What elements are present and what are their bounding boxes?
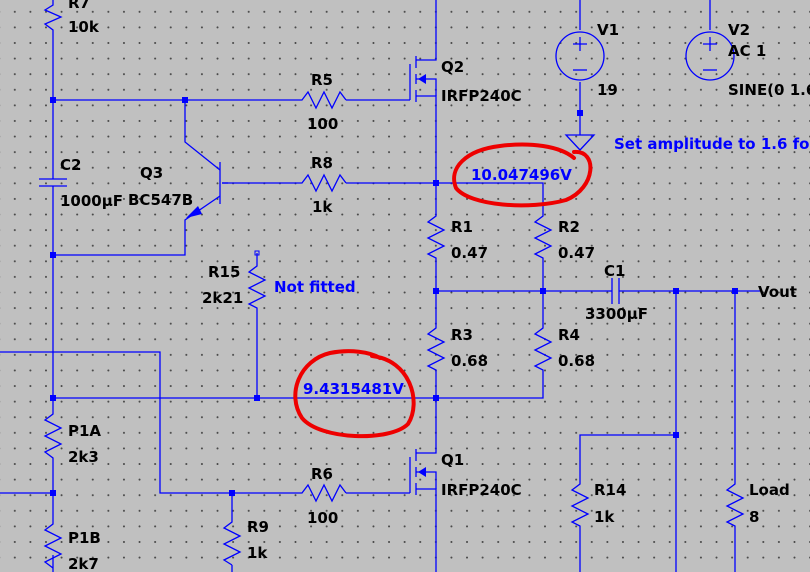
resistor-r2[interactable]: R2 0.47 [533,210,595,262]
junction-dots [50,97,738,496]
c2-value: 1000µF [60,192,123,210]
r1-value: 0.47 [451,244,488,262]
r15-ref: R15 [208,263,240,281]
resistor-r8[interactable]: R8 1k [296,154,347,216]
r14-ref: R14 [594,481,626,499]
resistor-load[interactable]: Load 8 [725,478,790,528]
ground-symbol [564,134,596,151]
r6-value: 100 [307,509,338,527]
lower-voltage-annotation: 9.4315481V [293,349,416,439]
v1-value: 19 [597,81,618,99]
r1-ref: R1 [451,218,473,236]
capacitor-c1[interactable]: C1 3300µF [585,262,648,323]
resistor-r5[interactable]: R5 100 [296,71,347,133]
q3-ref: Q3 [140,164,163,182]
q2-value: IRFP240C [441,87,522,105]
c1-ref: C1 [604,262,625,280]
r7-value: 10k [68,18,100,36]
q1-value: IRFP240C [441,481,522,499]
v1-ref: V1 [597,21,619,39]
r8-value: 1k [312,198,333,216]
v2-sine-value: SINE(0 1.6 [728,81,810,99]
r15-not-fitted-note: Not fitted [274,278,356,296]
resistor-r15[interactable]: R15 2k21 Not fitted [202,250,356,312]
r7-ref: R7 [68,0,90,12]
vout-label: Vout [758,283,797,301]
voltage-source-v2[interactable]: V2 AC 1 SINE(0 1.6 [685,21,810,99]
voltage-source-v1[interactable]: V1 19 [555,21,619,99]
r9-value: 1k [247,544,268,562]
potentiometer-p1b[interactable]: P1B 2k7 [43,518,101,572]
r3-value: 0.68 [451,352,488,370]
p1a-ref: P1A [68,422,101,440]
p1b-ref: P1B [68,529,101,547]
r5-value: 100 [307,115,338,133]
v2-ref: V2 [728,21,750,39]
resistor-r9[interactable]: R9 1k [222,518,269,566]
r8-ref: R8 [311,154,333,172]
resistor-r4[interactable]: R4 0.68 [533,322,595,372]
net-label-vout: Vout [758,283,797,301]
upper-voltage-value: 10.047496V [471,166,572,184]
r4-ref: R4 [558,326,580,344]
c1-value: 3300µF [585,305,648,323]
bjt-q3[interactable]: Q3 BC547B [128,162,228,218]
resistor-r1[interactable]: R1 0.47 [426,210,488,262]
r4-value: 0.68 [558,352,595,370]
q2-ref: Q2 [441,58,464,76]
resistor-r3[interactable]: R3 0.68 [426,322,488,372]
amplitude-note: Set amplitude to 1.6 for [614,135,810,153]
q3-value: BC547B [128,191,193,209]
resistor-r6[interactable]: R6 100 [296,465,347,527]
r2-ref: R2 [558,218,580,236]
mosfet-q2[interactable]: Q2 IRFP240C [409,52,522,105]
r3-ref: R3 [451,326,473,344]
upper-voltage-annotation: 10.047496V [452,142,593,208]
resistor-r14[interactable]: R14 1k [570,478,626,528]
load-ref: Load [749,481,790,499]
r9-ref: R9 [247,518,269,536]
wires [0,0,760,572]
mosfet-q1[interactable]: Q1 IRFP240C [409,443,522,499]
r5-ref: R5 [311,71,333,89]
load-value: 8 [749,508,759,526]
r15-value: 2k21 [202,289,243,307]
c2-ref: C2 [60,156,81,174]
capacitor-c2[interactable]: C2 1000µF [39,155,123,210]
p1b-value: 2k7 [68,555,99,572]
v2-value: AC 1 [728,42,766,60]
lower-voltage-value: 9.4315481V [303,380,404,398]
potentiometer-p1a[interactable]: P1A 2k3 [43,408,101,468]
r14-value: 1k [594,508,615,526]
r2-value: 0.47 [558,244,595,262]
p1a-value: 2k3 [68,448,99,466]
q1-ref: Q1 [441,451,464,469]
r6-ref: R6 [311,465,333,483]
resistor-r7[interactable]: R7 10k [43,0,100,36]
